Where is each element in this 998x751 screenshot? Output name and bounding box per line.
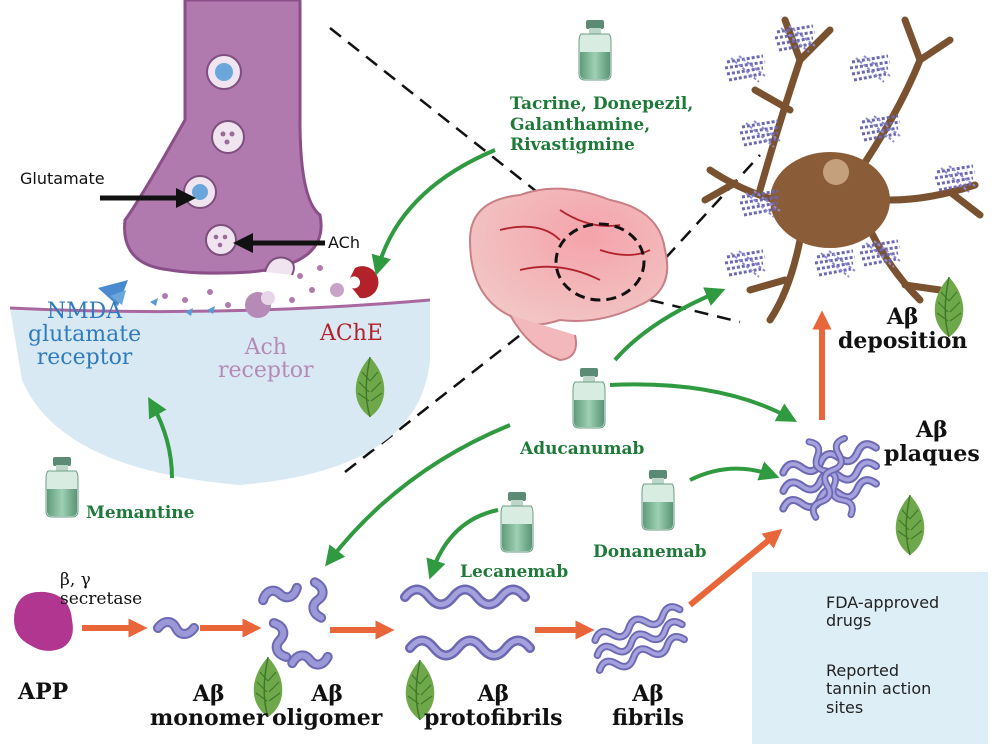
aducanumab-label: Aducanumab: [520, 439, 645, 459]
ache-enzyme-icon: [330, 266, 379, 299]
postsynaptic-membrane-line: [9, 298, 431, 314]
neuron-body: [770, 152, 890, 248]
ache-label: AChE: [320, 321, 383, 346]
abeta-monomer: [158, 622, 194, 634]
abeta-protofibrils: [405, 590, 530, 656]
app-protein-icon: [14, 591, 73, 651]
lecanemab-label: Lecanemab: [460, 562, 569, 582]
nmda-receptor-icon: [98, 280, 128, 306]
abeta-fibrils: [593, 604, 686, 675]
donanemab-label: Donanemab: [593, 542, 707, 562]
ach-receptor-icon: [245, 291, 275, 318]
ache-inhibitor-drugs-label: Tacrine, Donepezil, Galanthamine, Rivast…: [510, 94, 694, 156]
legend-panel: [752, 572, 988, 744]
glutamate-label: Glutamate: [20, 169, 105, 188]
abeta-plaques: [782, 437, 878, 520]
neurotransmitters: [150, 265, 323, 316]
neuron-illustration: [701, 16, 984, 324]
postsynaptic-membrane: [10, 300, 430, 485]
pathway-arrows: [82, 310, 832, 640]
abeta-oligomer: [261, 581, 329, 669]
app-label: APP: [18, 679, 69, 705]
memantine-label: Memantine: [86, 503, 195, 523]
brain-illustration: [468, 187, 669, 362]
neuron-nucleus: [823, 159, 849, 185]
drug-arrows: [148, 148, 798, 580]
ach-label: ACh: [328, 233, 360, 252]
